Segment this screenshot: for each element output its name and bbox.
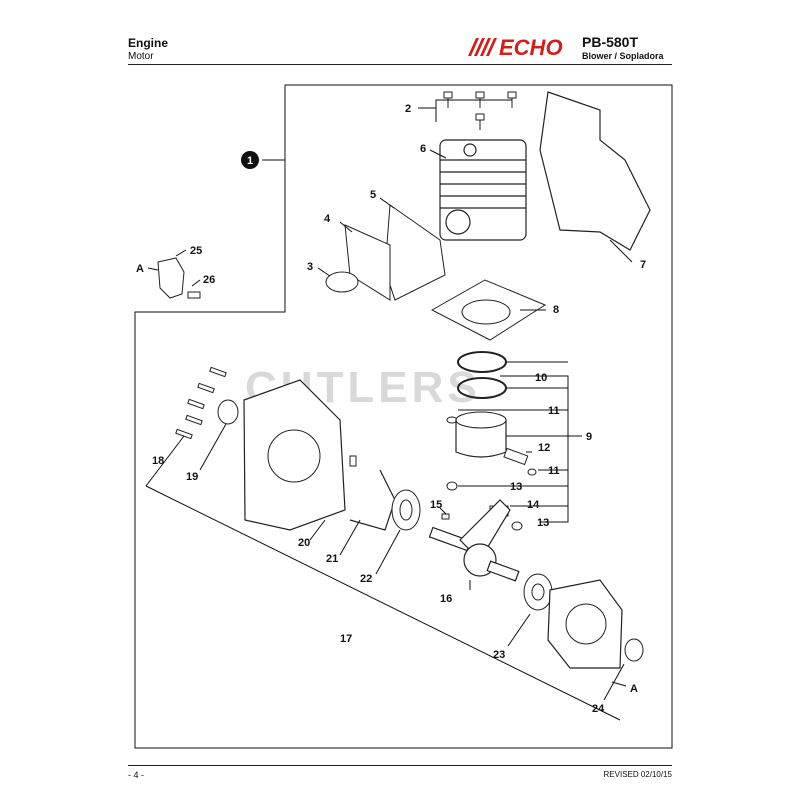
callout-23: 23 [493, 649, 505, 661]
callout-8: 8 [553, 304, 559, 316]
oil-seal-right [624, 638, 644, 662]
assembly-marker [241, 151, 259, 169]
callout-6: 6 [420, 143, 426, 155]
echo-logo: ECHO [468, 36, 563, 58]
callout-14: 14 [527, 499, 540, 511]
callout-26: 26 [203, 274, 215, 286]
callout-16: 16 [440, 593, 452, 605]
crankcase-gasket [349, 469, 396, 531]
insulator [344, 224, 391, 301]
assembly-outline [134, 84, 673, 749]
model-number: PB-580T [582, 34, 639, 50]
callout-11-lower: 11 [548, 465, 560, 477]
callout-25: 25 [190, 245, 202, 257]
footer-rule [128, 765, 672, 766]
oil-seal-left [217, 399, 239, 425]
piston-ring-upper [457, 351, 507, 373]
callout-20: 20 [298, 537, 310, 549]
ref-a-lower: A [630, 683, 638, 695]
assembly-number: 1 [247, 155, 253, 167]
cylinder-bolts [443, 91, 517, 130]
ref-a-upper: A [136, 263, 144, 275]
callout-2: 2 [405, 103, 411, 115]
heat-shield [539, 91, 651, 251]
callout-7: 7 [640, 259, 646, 271]
callout-18: 18 [152, 455, 164, 467]
callout-9: 9 [586, 431, 592, 443]
callout-19: 19 [186, 471, 198, 483]
callout-11-upper: 11 [548, 405, 560, 417]
callout-12: 12 [538, 442, 550, 454]
callout-13-upper: 13 [510, 481, 522, 493]
woodruff-key [441, 513, 450, 520]
circlip-right [527, 468, 537, 476]
bracket-bolt [187, 291, 201, 299]
callout-17: 17 [340, 633, 352, 645]
callout-21: 21 [326, 553, 338, 565]
header-rule [128, 64, 672, 65]
section-subtitle: Motor [128, 51, 154, 62]
revision-date: REVISED 02/10/15 [603, 770, 672, 779]
callout-13-lower: 13 [537, 517, 549, 529]
cylinder [439, 139, 527, 241]
callout-5: 5 [370, 189, 376, 201]
crankcase-bolts [175, 366, 227, 440]
callout-4: 4 [324, 213, 331, 225]
callout-15: 15 [430, 499, 442, 511]
intake-gasket [384, 204, 446, 301]
callout-10: 10 [535, 372, 547, 384]
model-description: Blower / Sopladora [582, 51, 664, 61]
callout-22: 22 [360, 573, 372, 585]
page-number: - 4 - [128, 770, 145, 780]
callout-24: 24 [592, 703, 605, 715]
bracket [157, 257, 185, 299]
dowel-pin [349, 455, 357, 467]
section-title: Engine [128, 36, 169, 50]
crankshaft [428, 499, 520, 582]
thrust-washer-lower [511, 521, 523, 531]
thrust-washer-upper [446, 481, 458, 491]
insulator-gasket [325, 271, 359, 293]
piston-pin [503, 447, 529, 466]
brand-text: ECHO [499, 36, 563, 58]
callout-3: 3 [307, 261, 313, 273]
